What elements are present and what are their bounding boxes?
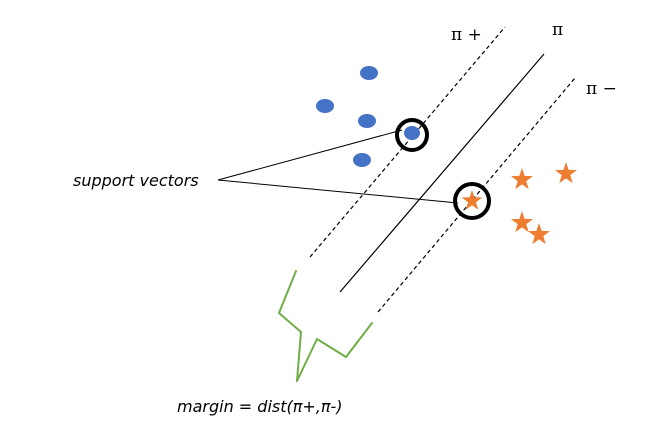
pi-plus-label: π + bbox=[451, 25, 482, 45]
orange-star-point bbox=[555, 162, 577, 184]
blue-circle-point bbox=[358, 114, 376, 128]
support-vector-highlight-ring bbox=[395, 118, 429, 152]
pi-decision-hyperplane bbox=[339, 53, 545, 293]
pi-plus-hyperplane bbox=[309, 26, 506, 258]
orange-support-vector-point bbox=[461, 190, 483, 210]
support-vector-pointer-line bbox=[217, 129, 403, 181]
pi-label: π bbox=[552, 20, 563, 40]
orange-star-point bbox=[511, 211, 533, 233]
margin-label: margin = dist(π+,π-) bbox=[177, 397, 343, 416]
support-vectors-label: support vectors bbox=[73, 171, 199, 190]
orange-star-point bbox=[511, 168, 533, 190]
blue-circle-point bbox=[360, 66, 378, 80]
blue-circle-point bbox=[316, 99, 334, 113]
orange-star-point bbox=[528, 223, 550, 245]
pi-minus-label: π − bbox=[586, 79, 617, 99]
support-vector-pointer-line bbox=[217, 179, 459, 204]
support-vector-highlight-ring bbox=[453, 182, 491, 220]
margin-brace bbox=[278, 270, 373, 382]
blue-support-vector-point bbox=[404, 126, 420, 140]
blue-circle-point bbox=[353, 153, 371, 167]
pi-minus-hyperplane bbox=[377, 77, 576, 313]
